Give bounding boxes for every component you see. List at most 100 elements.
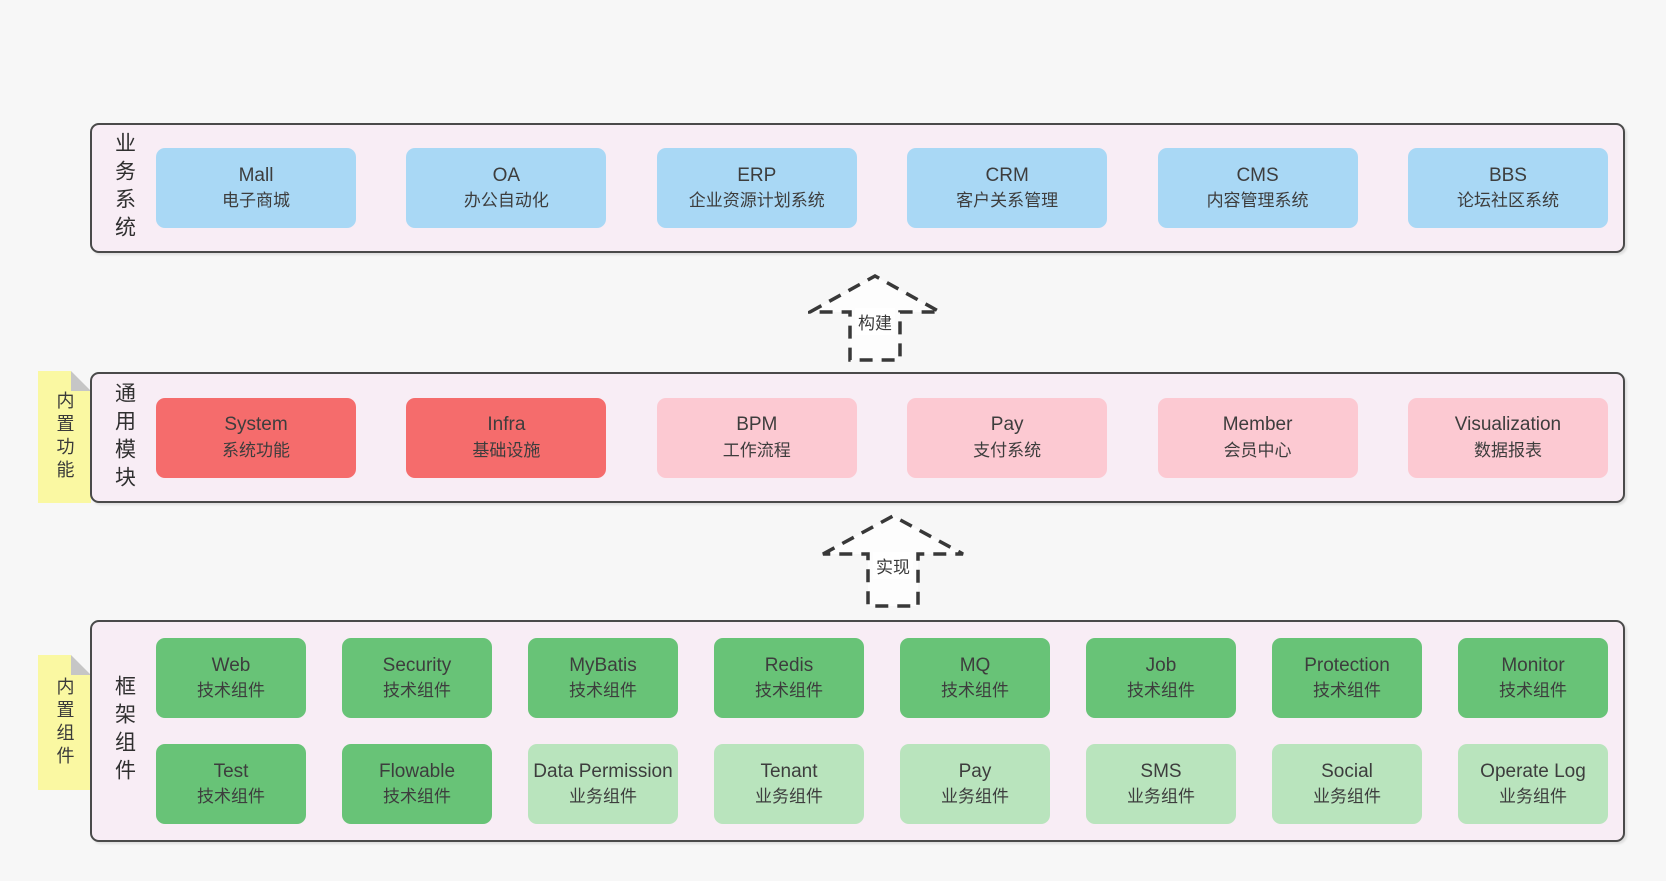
box-subtitle: 论坛社区系统: [1456, 191, 1559, 211]
box-title: Web: [211, 654, 251, 676]
box-subtitle: 技术组件: [1127, 681, 1195, 701]
layer-common-modules: 通用模块 System 系统功能 Infra 基础设施 BPM 工作流程 Pay…: [90, 372, 1625, 503]
box-infra: Infra 基础设施: [406, 397, 607, 478]
box-bpm: BPM 工作流程: [656, 397, 857, 478]
box-subtitle: 技术组件: [569, 681, 637, 701]
box-visualization: Visualization 数据报表: [1407, 397, 1608, 478]
box-subtitle: 技术组件: [197, 787, 265, 807]
box-title: Pay: [990, 414, 1024, 436]
arrow-build-label: 构建: [855, 308, 895, 335]
box-title: Member: [1222, 414, 1293, 436]
box-flowable: Flowable 技术组件: [342, 744, 492, 824]
box-title: Pay: [958, 760, 992, 782]
box-mq: MQ 技术组件: [900, 638, 1050, 718]
business-systems-row: Mall 电子商城 OA 办公自动化 ERP 企业资源计划系统 CRM 客户关系…: [156, 125, 1623, 251]
box-title: BBS: [1488, 164, 1527, 186]
arrow-build: 构建: [808, 274, 942, 362]
box-title: Redis: [764, 654, 814, 676]
box-title: CRM: [985, 164, 1029, 186]
box-subtitle: 内容管理系统: [1206, 191, 1309, 211]
box-pay-business: Pay 业务组件: [900, 744, 1050, 824]
box-title: BPM: [736, 414, 778, 436]
box-title: Tenant: [760, 760, 818, 782]
box-bbs: BBS 论坛社区系统: [1407, 148, 1608, 228]
layer-label-column: 框架组件: [92, 622, 156, 840]
box-subtitle: 企业资源计划系统: [688, 191, 825, 211]
layer-business-systems: 业务系统 Mall 电子商城 OA 办公自动化 ERP 企业资源计划系统 CRM…: [90, 123, 1625, 253]
box-subtitle: 技术组件: [1313, 681, 1381, 701]
box-title: Operate Log: [1480, 760, 1586, 782]
box-subtitle: 技术组件: [941, 681, 1009, 701]
box-subtitle: 业务组件: [1313, 787, 1381, 807]
sticky-note-label: 内置组件: [54, 676, 75, 769]
framework-components-row-2: Test 技术组件 Flowable 技术组件 Data Permission …: [156, 744, 1608, 824]
framework-components-rows: Web 技术组件 Security 技术组件 MyBatis 技术组件 Redi…: [156, 622, 1623, 840]
box-system: System 系统功能: [156, 397, 356, 478]
box-cms: CMS 内容管理系统: [1157, 148, 1358, 228]
box-title: Protection: [1304, 654, 1390, 676]
box-title: Test: [213, 760, 249, 782]
layer-label-business-systems: 业务系统: [112, 132, 136, 244]
framework-components-row-1: Web 技术组件 Security 技术组件 MyBatis 技术组件 Redi…: [156, 638, 1608, 718]
box-title: MyBatis: [569, 654, 637, 676]
box-erp: ERP 企业资源计划系统: [656, 148, 857, 228]
box-subtitle: 工作流程: [722, 440, 791, 460]
layer-framework-components: 框架组件 Web 技术组件 Security 技术组件 MyBatis 技术组件…: [90, 620, 1625, 842]
box-subtitle: 基础设施: [472, 440, 541, 460]
box-mall: Mall 电子商城: [156, 148, 356, 228]
box-title: Flowable: [378, 760, 456, 782]
box-monitor: Monitor 技术组件: [1458, 638, 1608, 718]
box-title: OA: [492, 164, 521, 186]
box-sms: SMS 业务组件: [1086, 744, 1236, 824]
box-subtitle: 技术组件: [383, 787, 451, 807]
layer-label-framework-components: 框架组件: [112, 675, 136, 787]
box-pay: Pay 支付系统: [907, 397, 1108, 478]
box-subtitle: 业务组件: [1127, 787, 1195, 807]
box-title: System: [224, 414, 288, 436]
box-member: Member 会员中心: [1157, 397, 1358, 478]
box-title: SMS: [1140, 760, 1182, 782]
box-title: Infra: [487, 414, 526, 436]
box-title: ERP: [737, 164, 777, 186]
common-modules-row: System 系统功能 Infra 基础设施 BPM 工作流程 Pay 支付系统…: [156, 374, 1623, 501]
box-operate-log: Operate Log 业务组件: [1458, 744, 1608, 824]
box-subtitle: 客户关系管理: [956, 191, 1059, 211]
box-title: Visualization: [1454, 414, 1562, 436]
box-title: Mall: [238, 164, 274, 186]
box-title: CMS: [1236, 164, 1279, 186]
box-test: Test 技术组件: [156, 744, 306, 824]
box-title: MQ: [959, 654, 991, 676]
box-subtitle: 办公自动化: [463, 191, 549, 211]
box-subtitle: 业务组件: [1499, 787, 1567, 807]
box-subtitle: 业务组件: [755, 787, 823, 807]
box-subtitle: 业务组件: [569, 787, 637, 807]
box-subtitle: 支付系统: [973, 440, 1042, 460]
arrow-implement: 实现: [820, 512, 966, 608]
box-subtitle: 数据报表: [1473, 440, 1542, 460]
box-subtitle: 技术组件: [755, 681, 823, 701]
box-web: Web 技术组件: [156, 638, 306, 718]
layer-label-column: 业务系统: [92, 125, 156, 251]
box-subtitle: 技术组件: [197, 681, 265, 701]
sticky-note-built-in-features: 内置功能: [38, 371, 91, 503]
box-subtitle: 电子商城: [222, 191, 290, 211]
box-oa: OA 办公自动化: [406, 148, 607, 228]
arrow-implement-label: 实现: [873, 552, 913, 579]
box-title: Monitor: [1501, 654, 1565, 676]
box-subtitle: 会员中心: [1223, 440, 1292, 460]
box-security: Security 技术组件: [342, 638, 492, 718]
sticky-note-label: 内置功能: [54, 391, 75, 483]
box-data-permission: Data Permission 业务组件: [528, 744, 678, 824]
sticky-note-built-in-components: 内置组件: [38, 655, 91, 790]
box-subtitle: 系统功能: [222, 440, 290, 460]
box-mybatis: MyBatis 技术组件: [528, 638, 678, 718]
box-job: Job 技术组件: [1086, 638, 1236, 718]
layer-label-common-modules: 通用模块: [112, 381, 136, 494]
box-subtitle: 技术组件: [1499, 681, 1567, 701]
box-title: Data Permission: [533, 760, 673, 782]
box-title: Security: [382, 654, 452, 676]
box-social: Social 业务组件: [1272, 744, 1422, 824]
box-subtitle: 技术组件: [383, 681, 451, 701]
box-crm: CRM 客户关系管理: [907, 148, 1108, 228]
